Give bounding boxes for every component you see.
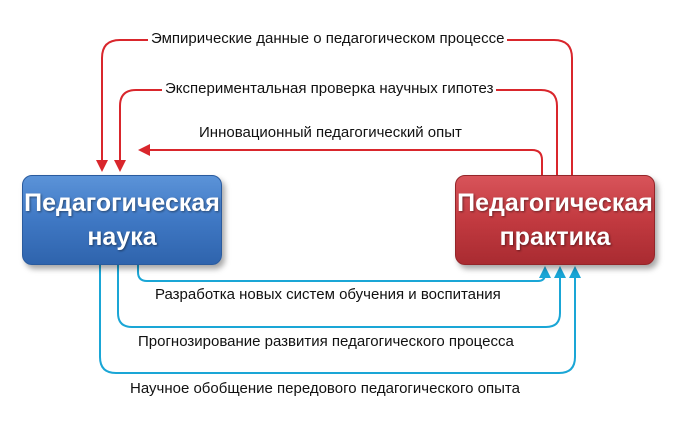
cyan-arrowhead-outer [569, 266, 581, 278]
label-generalization: Научное обобщение передового педагогичес… [127, 380, 523, 398]
cyan-arrow-outer [99, 263, 576, 374]
label-forecasting: Прогнозирование развития педагогического… [135, 333, 517, 351]
cyan-arrows [99, 263, 581, 374]
red-arrow-outer [101, 39, 573, 175]
node-pedagogical-practice-label: Педагогическая практика [457, 189, 653, 251]
cyan-arrow-middle [117, 263, 561, 328]
red-arrowhead-outer [96, 160, 108, 172]
red-arrowhead-inner [138, 144, 150, 156]
cyan-arrowhead-inner [539, 266, 551, 278]
node-pedagogical-practice: Педагогическая практика [455, 175, 655, 265]
cyan-arrow-inner [137, 263, 546, 282]
red-arrows [96, 39, 573, 175]
label-experimental-check: Экспериментальная проверка научных гипот… [162, 80, 497, 98]
label-new-systems: Разработка новых систем обучения и воспи… [152, 286, 504, 304]
node-pedagogical-science: Педагогическая наука [22, 175, 222, 265]
cyan-arrowhead-middle [554, 266, 566, 278]
label-empirical-data: Эмпирические данные о педагогическом про… [148, 30, 508, 48]
red-arrow-inner [148, 149, 543, 175]
label-innovative-experience: Инновационный педагогический опыт [196, 124, 465, 142]
red-arrowhead-middle [114, 160, 126, 172]
node-pedagogical-science-label: Педагогическая наука [24, 189, 220, 251]
